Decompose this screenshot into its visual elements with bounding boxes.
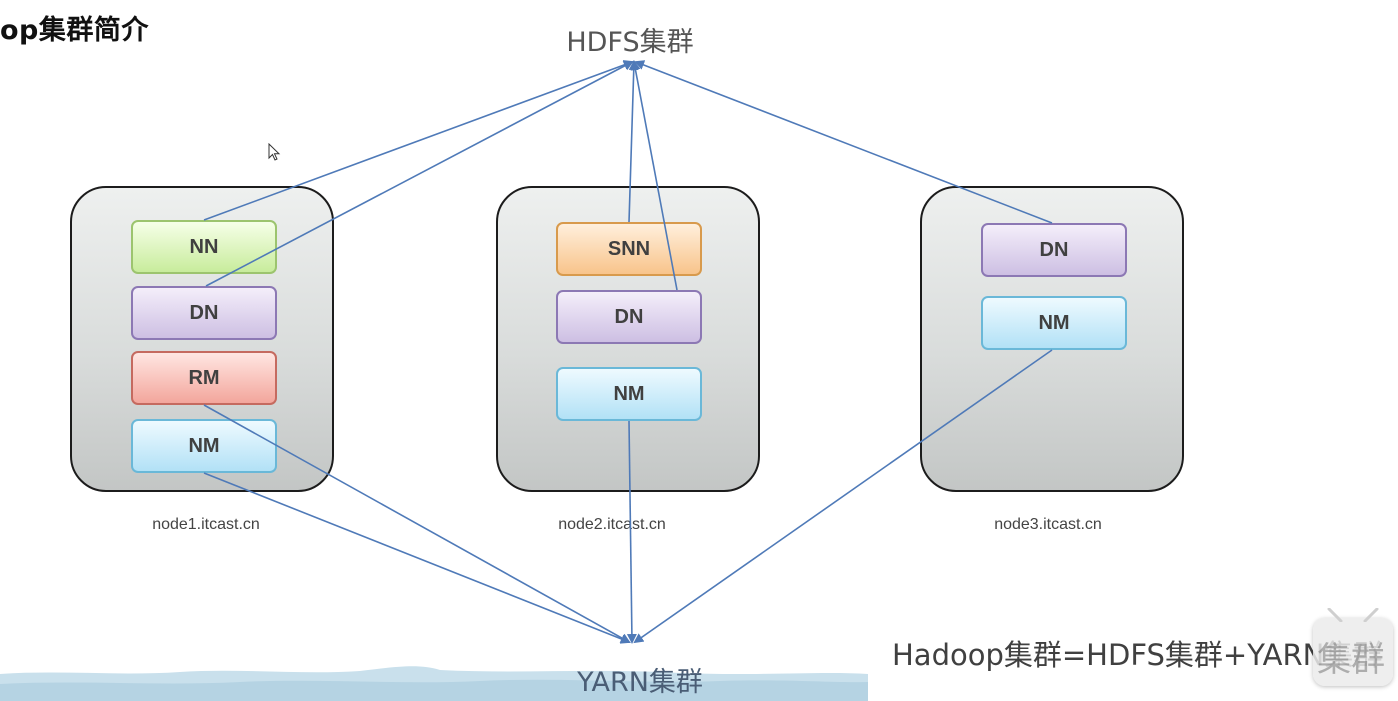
arrow-node2-dn-to-hdfs: [630, 60, 678, 291]
mouse-pointer-icon: [268, 143, 281, 161]
node-2-hostname: node2.itcast.cn: [558, 516, 666, 533]
arrow-node3-nm-to-yarn: [633, 349, 1053, 644]
node-3-nm-service: NM: [981, 296, 1127, 350]
node-3-dn-service: DN: [981, 223, 1127, 277]
bilibili-tv-icon: 集群: [1313, 608, 1393, 686]
node-2-dn-service: DN: [556, 290, 702, 344]
node-1-nm-service: NM: [131, 419, 277, 473]
node-1-dn-service: DN: [131, 286, 277, 340]
node-1-nn-service: NN: [131, 220, 277, 274]
hadoop-equation: Hadoop集群=HDFS集群+YARN集群: [892, 638, 1383, 672]
slide-title: op集群简介: [0, 15, 149, 46]
arrow-node1-dn-to-hdfs: [205, 61, 634, 287]
arrow-node3-dn-to-hdfs: [634, 60, 1053, 224]
node-1-rm-service: RM: [131, 351, 277, 405]
arrow-node2-snn-to-hdfs: [628, 60, 639, 223]
node-1-hostname: node1.itcast.cn: [152, 516, 260, 533]
yarn-cluster-label: YARN集群: [577, 667, 703, 698]
node-2-snn-service: SNN: [556, 222, 702, 276]
arrow-node2-nm-to-yarn: [626, 420, 637, 644]
arrow-node1-nm-to-yarn: [203, 472, 631, 644]
hdfs-cluster-label: HDFS集群: [566, 27, 694, 58]
water-decoration: [0, 666, 868, 701]
watermark-text: 集群: [1317, 640, 1385, 680]
arrow-node1-rm-to-yarn: [203, 404, 631, 643]
node-2-nm-service: NM: [556, 367, 702, 421]
node-3-hostname: node3.itcast.cn: [994, 516, 1102, 533]
arrow-node1-nn-to-hdfs: [203, 60, 634, 221]
